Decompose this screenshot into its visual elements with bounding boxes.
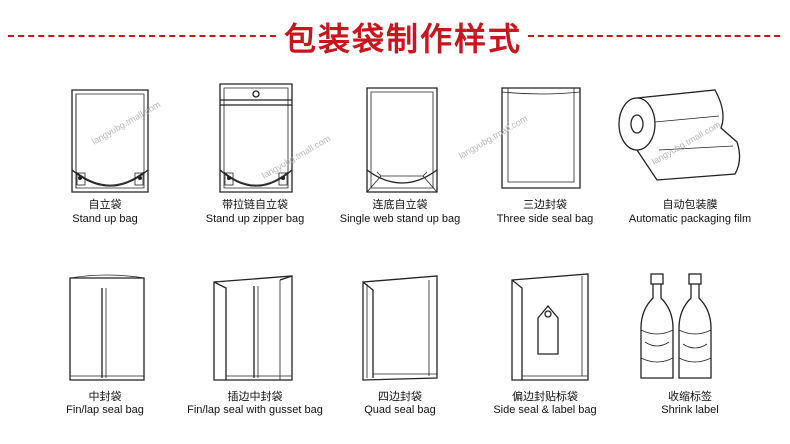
- three-side-seal-bag-icon: [501, 87, 581, 189]
- product-item: 带拉链自立袋 Stand up zipper bag: [180, 72, 330, 242]
- page-title: 包装袋制作样式: [283, 20, 522, 58]
- item-label-en: Shrink label: [661, 404, 719, 416]
- shrink-label-bottles-icon: [640, 273, 712, 379]
- product-item: 插边中封袋 Fin/lap seal with gusset bag: [180, 258, 330, 428]
- item-label-en: Fin/lap seal bag: [66, 404, 144, 416]
- header-divider-right: [528, 35, 780, 37]
- item-label-en: Automatic packaging film: [628, 213, 752, 225]
- page-header: 包装袋制作样式: [0, 0, 790, 60]
- item-label-zh: 连底自立袋: [372, 198, 428, 211]
- product-item: 四边封袋 Quad seal bag: [325, 258, 475, 428]
- side-seal-label-bag-icon: [511, 273, 589, 381]
- product-item: 收缩标签 Shrink label: [615, 258, 765, 428]
- item-label-en: Single web stand up bag: [339, 213, 461, 225]
- item-label-zh: 自立袋: [88, 198, 122, 211]
- product-item: 连底自立袋 Single web stand up bag: [325, 72, 475, 242]
- product-item: 中封袋 Fin/lap seal bag: [30, 258, 180, 428]
- packaging-film-roll-icon: [618, 89, 741, 181]
- product-item: 自动包装膜 Automatic packaging film: [615, 72, 765, 242]
- header-divider-left: [8, 35, 276, 37]
- item-label-en: Stand up zipper bag: [205, 213, 305, 225]
- product-item: 偏边封贴标袋 Side seal & label bag: [470, 258, 620, 428]
- item-label-zh: 中封袋: [88, 390, 122, 403]
- item-label-zh: 三边封袋: [523, 198, 567, 211]
- stand-up-bag-icon: [71, 89, 149, 193]
- stand-up-zipper-bag-icon: [219, 83, 293, 193]
- item-label-en: Quad seal bag: [364, 404, 436, 416]
- item-label-zh: 插边中封袋: [227, 390, 283, 403]
- item-label-en: Three side seal bag: [496, 213, 594, 225]
- item-label-zh: 收缩标签: [668, 390, 712, 403]
- single-web-stand-up-bag-icon: [366, 87, 438, 193]
- item-label-en: Stand up bag: [72, 213, 138, 225]
- item-label-zh: 四边封袋: [378, 390, 422, 403]
- item-label-en: Side seal & label bag: [493, 404, 597, 416]
- item-label-zh: 自动包装膜: [662, 198, 718, 211]
- product-item: 自立袋 Stand up bag: [30, 72, 180, 242]
- item-label-en: Fin/lap seal with gusset bag: [187, 404, 323, 416]
- item-label-zh: 偏边封贴标袋: [512, 390, 578, 403]
- quad-seal-bag-icon: [362, 275, 438, 381]
- fin-lap-seal-bag-icon: [69, 274, 145, 381]
- product-item: 三边封袋 Three side seal bag: [470, 72, 620, 242]
- item-label-zh: 带拉链自立袋: [222, 198, 288, 211]
- gusset-fin-seal-bag-icon: [213, 275, 293, 381]
